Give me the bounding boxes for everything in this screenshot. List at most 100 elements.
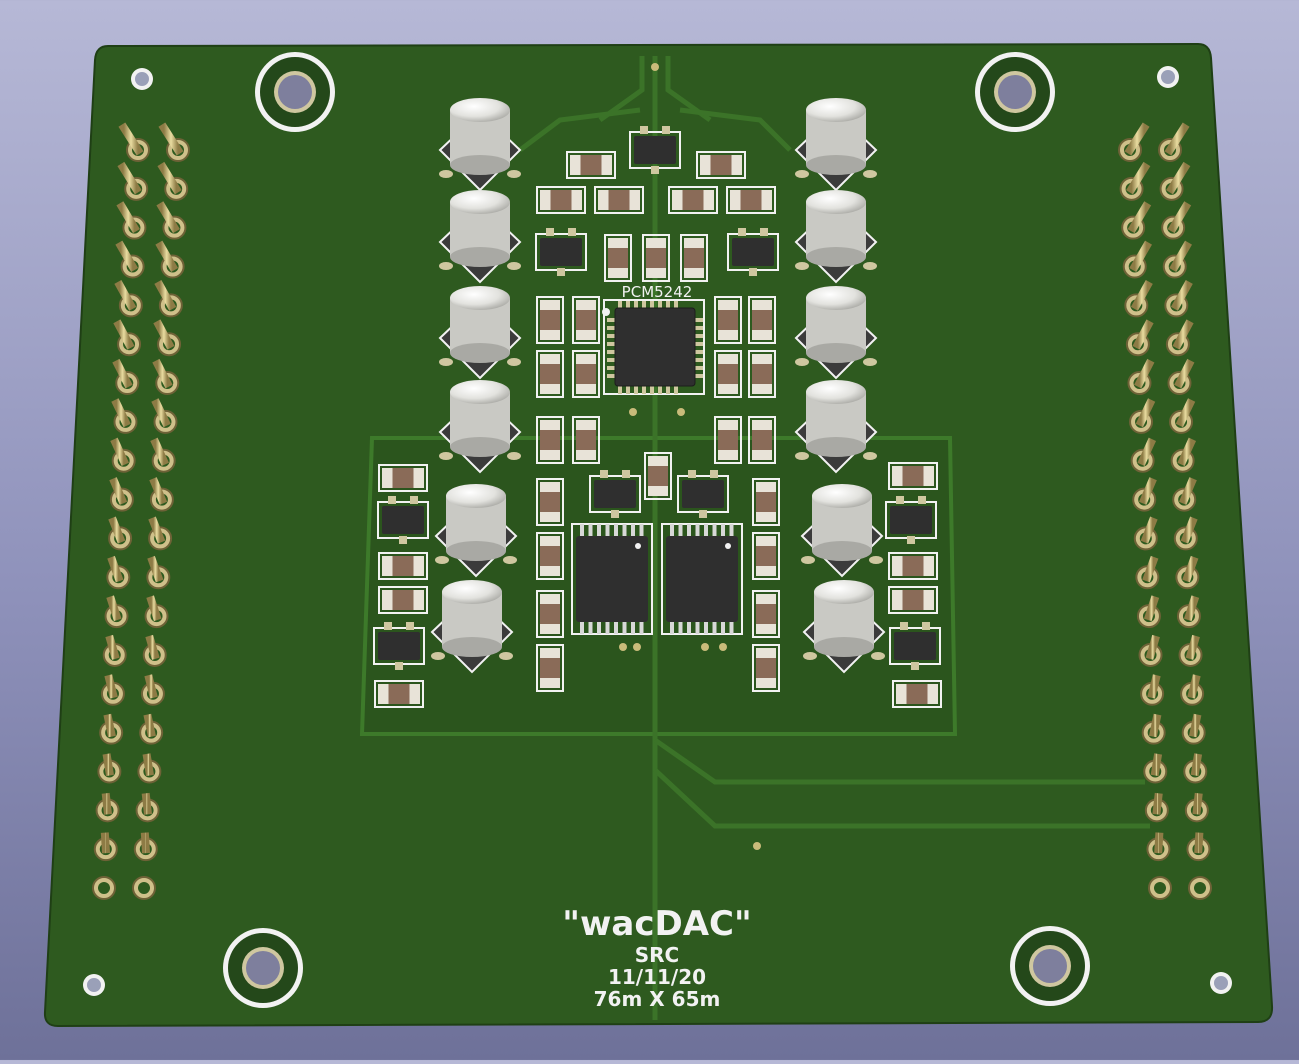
smd-resistor (748, 416, 776, 464)
header-pin (92, 872, 116, 900)
tssop-pin (729, 524, 734, 538)
qfn-pad (642, 386, 646, 394)
smd-resistor (888, 586, 938, 614)
qfn-pad (695, 350, 703, 354)
tssop-pin (622, 620, 627, 634)
electrolytic-capacitor (430, 580, 514, 674)
electrolytic-capacitor (794, 380, 878, 474)
cap-pad (863, 452, 877, 460)
sot23 (373, 622, 425, 670)
tssop-chip (571, 523, 653, 635)
cap-pad (795, 262, 809, 270)
smd-resistor (644, 452, 672, 500)
mounting-hole (223, 928, 303, 1008)
smd-resistor (752, 478, 780, 526)
header-pin (1158, 122, 1190, 162)
smd-resistor (374, 680, 424, 708)
pin1-marker (602, 308, 610, 316)
silkscreen-text: "wacDAC" SRC 11/11/20 76m X 65m (562, 904, 751, 1011)
smd-resistor (536, 478, 564, 526)
qfn-pad (666, 386, 670, 394)
qfn-pad (607, 334, 615, 338)
header-pin (1161, 201, 1192, 240)
cap-pad (801, 556, 815, 564)
qfn-pad (607, 358, 615, 362)
header-pin (142, 634, 167, 667)
header-pin (1164, 280, 1193, 318)
smd-resistor (378, 552, 428, 580)
header-pin (1143, 753, 1168, 784)
smd-resistor (642, 234, 670, 282)
header-pin (95, 792, 120, 823)
tssop-pin (687, 620, 691, 634)
qfn-pad (607, 366, 615, 370)
tssop-pin (588, 524, 593, 538)
header-pin (1167, 358, 1195, 396)
qfn-pad (607, 350, 615, 354)
header-pin (1119, 161, 1151, 201)
qfn-pad (695, 334, 703, 338)
sot23 (535, 228, 587, 276)
header-pin (99, 713, 124, 745)
header-pin (104, 595, 129, 629)
header-pin (93, 832, 118, 862)
header-pin (137, 753, 162, 784)
header-pin (111, 398, 138, 434)
header-pin (156, 201, 187, 240)
sot23 (885, 496, 937, 544)
header-pin (1173, 516, 1198, 551)
qfn-pad (642, 301, 646, 309)
via (619, 643, 627, 651)
header-pin (140, 674, 165, 706)
smd-resistor (572, 350, 600, 398)
header-pin (1186, 832, 1211, 862)
cap-pad (795, 358, 809, 366)
tssop-pin (580, 620, 584, 634)
cap-pad (499, 652, 513, 660)
header-pin (1176, 595, 1201, 629)
header-pin (144, 595, 169, 629)
header-pin (1132, 477, 1157, 512)
electrolytic-capacitors (430, 98, 886, 674)
cap-pad (863, 170, 877, 178)
vias (83, 63, 1232, 996)
header-pin (1159, 161, 1191, 201)
chip-label: PCM5242 (622, 283, 693, 301)
mounting-hole (1010, 926, 1090, 1006)
qfn-pads (607, 301, 703, 394)
header-pin (1175, 555, 1200, 590)
tssop-pin (631, 620, 635, 634)
via (633, 643, 641, 651)
tssop-pin (622, 524, 627, 538)
header-pin (155, 240, 185, 279)
smd-resistor (668, 186, 718, 214)
qfn-pad (607, 374, 615, 378)
tssop-pin (678, 620, 683, 634)
tssop-pin (605, 524, 610, 538)
smd-resistor (572, 296, 600, 344)
header-pin (154, 280, 183, 318)
header-pin (110, 437, 136, 473)
smd-resistor (752, 532, 780, 580)
cap-pad (795, 452, 809, 460)
header-pin (1122, 240, 1152, 279)
qfn-pad (634, 301, 638, 309)
cap-pad (869, 556, 883, 564)
header-pin (102, 634, 127, 667)
electrolytic-capacitor (794, 98, 878, 192)
smd-resistor (680, 234, 708, 282)
cap-pad (507, 452, 521, 460)
sot23 (889, 622, 941, 670)
tssop-pin (695, 524, 700, 538)
header-pin (1165, 319, 1194, 357)
smd-resistor (378, 464, 428, 492)
header-pin (1133, 516, 1158, 551)
header-pin (1180, 674, 1205, 706)
header-pin (1118, 122, 1150, 162)
smd-resistor (378, 586, 428, 614)
sot23 (377, 496, 429, 544)
fiducial-hole (135, 72, 149, 86)
sot23 (677, 470, 729, 518)
